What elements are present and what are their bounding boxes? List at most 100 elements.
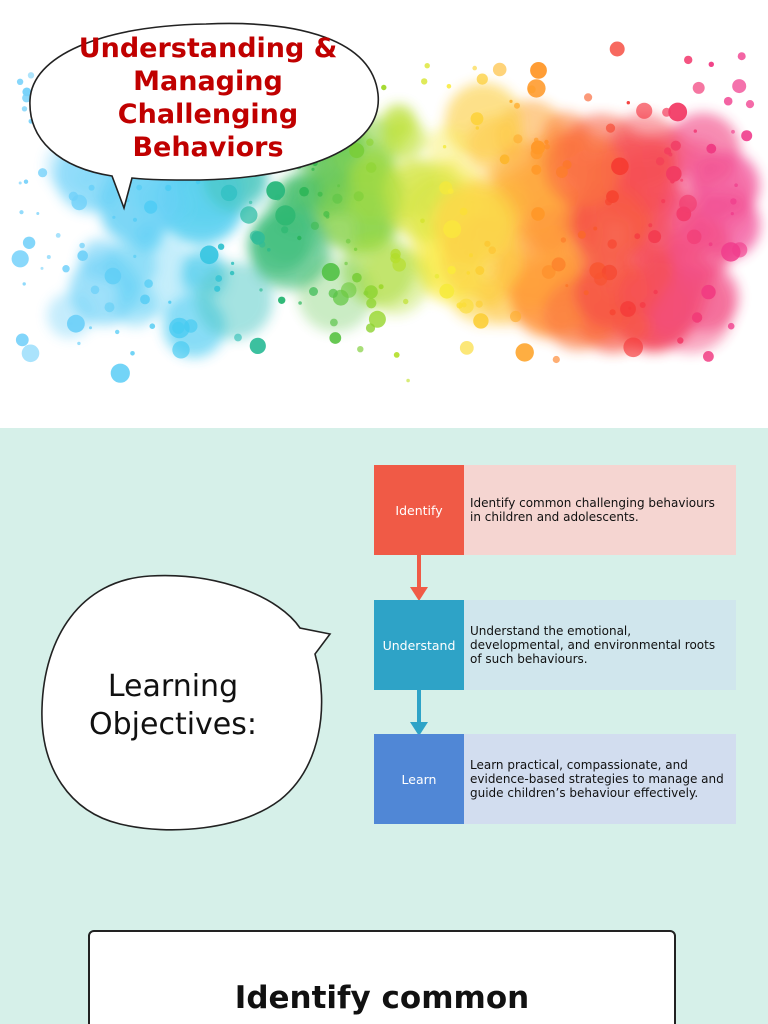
paint-blob <box>113 282 158 327</box>
paint-dot <box>469 253 473 258</box>
paint-dot <box>544 143 550 150</box>
paint-dot <box>90 285 100 295</box>
paint-dot <box>259 288 263 292</box>
paint-dot <box>447 265 456 275</box>
paint-dot <box>297 235 302 241</box>
paint-dot <box>732 79 747 94</box>
paint-dot <box>439 283 455 299</box>
paint-dot <box>21 344 40 363</box>
paint-dot <box>472 65 478 71</box>
paint-dot <box>737 52 746 61</box>
paint-dot <box>732 242 748 258</box>
paint-dot <box>332 193 343 204</box>
paint-dot <box>701 284 716 300</box>
paint-dot <box>708 242 713 247</box>
step-label: Understand <box>374 600 464 690</box>
paint-dot <box>311 167 315 171</box>
paint-dot <box>584 93 593 102</box>
paint-dot <box>475 266 485 275</box>
paint-dot <box>556 166 568 179</box>
step-label: Identify <box>374 465 464 555</box>
paint-dot <box>357 346 364 353</box>
paint-dot <box>406 378 410 383</box>
step-label: Learn <box>374 734 464 824</box>
paint-dot <box>541 265 556 279</box>
paint-dot <box>706 143 717 154</box>
paint-dot <box>552 355 560 364</box>
paint-dot <box>321 263 340 281</box>
paint-dot <box>515 343 534 362</box>
paint-dot <box>366 298 377 309</box>
paint-dot <box>476 73 488 85</box>
objective-step-understand: Understand Understand the emotional, dev… <box>374 600 736 690</box>
paint-dot <box>266 181 286 201</box>
paint-dot <box>677 337 684 344</box>
paint-dot <box>636 102 653 119</box>
paint-dot <box>626 101 630 105</box>
paint-dot <box>330 318 338 327</box>
paint-dot <box>40 266 44 270</box>
paint-dot <box>459 341 474 355</box>
paint-dot <box>594 272 608 286</box>
paint-dot <box>172 321 185 334</box>
down-arrow-icon <box>410 690 428 736</box>
paint-dot <box>22 282 26 286</box>
paint-dot <box>365 162 377 173</box>
paint-dot <box>459 207 468 216</box>
paint-dot <box>470 112 484 126</box>
title-line: Understanding & <box>78 33 338 64</box>
paint-dot <box>509 99 513 103</box>
paint-dot <box>609 41 625 57</box>
paint-dot <box>648 230 662 244</box>
paint-dot <box>368 310 386 328</box>
title-slide: Understanding & Managing Challenging Beh… <box>0 0 768 428</box>
paint-dot <box>229 270 235 276</box>
paint-dot <box>530 62 547 79</box>
paint-dot <box>670 140 681 151</box>
paint-dot <box>16 78 24 86</box>
paint-dot <box>299 186 309 197</box>
paint-dot <box>611 157 629 176</box>
paint-dot <box>730 212 734 216</box>
paint-dot <box>18 181 22 185</box>
paint-dot <box>144 200 158 214</box>
paint-dot <box>466 271 471 275</box>
paint-dot <box>281 226 289 234</box>
paint-dot <box>703 351 714 362</box>
paint-dot <box>607 239 617 249</box>
paint-dot <box>527 85 536 94</box>
paint-dot <box>488 246 497 254</box>
paint-dot <box>340 282 357 298</box>
paint-dot <box>110 363 130 383</box>
paint-dot <box>620 301 636 317</box>
paint-dot <box>217 243 225 250</box>
paint-dot <box>363 290 369 296</box>
paint-dot <box>577 230 586 239</box>
title-line: Managing <box>133 66 283 97</box>
paint-dot <box>475 126 479 130</box>
paint-dot <box>593 226 598 231</box>
paint-dot <box>328 288 338 298</box>
paint-dot <box>89 326 92 330</box>
paint-dot <box>680 178 684 182</box>
paint-blob <box>382 159 441 218</box>
objectives-slide: Learning Objectives: Identify Identify c… <box>0 428 768 1024</box>
paint-dot <box>723 96 733 106</box>
paint-dot <box>366 138 374 146</box>
paint-dot <box>509 310 522 323</box>
objective-step-identify: Identify Identify common challenging beh… <box>374 465 736 555</box>
paint-dot <box>531 140 545 155</box>
paint-dot <box>734 183 738 187</box>
paint-dot <box>349 143 365 159</box>
paint-dot <box>215 275 223 282</box>
paint-dot <box>71 194 87 211</box>
paint-dot <box>668 102 688 122</box>
step-description: Learn practical, compassionate, and evid… <box>464 734 736 824</box>
paint-dot <box>583 290 589 296</box>
paint-dot <box>323 211 330 218</box>
paint-dot <box>140 294 150 305</box>
content-heading: Identify common <box>234 980 530 1016</box>
paint-dot <box>352 272 362 283</box>
paint-blob <box>511 248 558 295</box>
paint-dot <box>21 106 28 112</box>
